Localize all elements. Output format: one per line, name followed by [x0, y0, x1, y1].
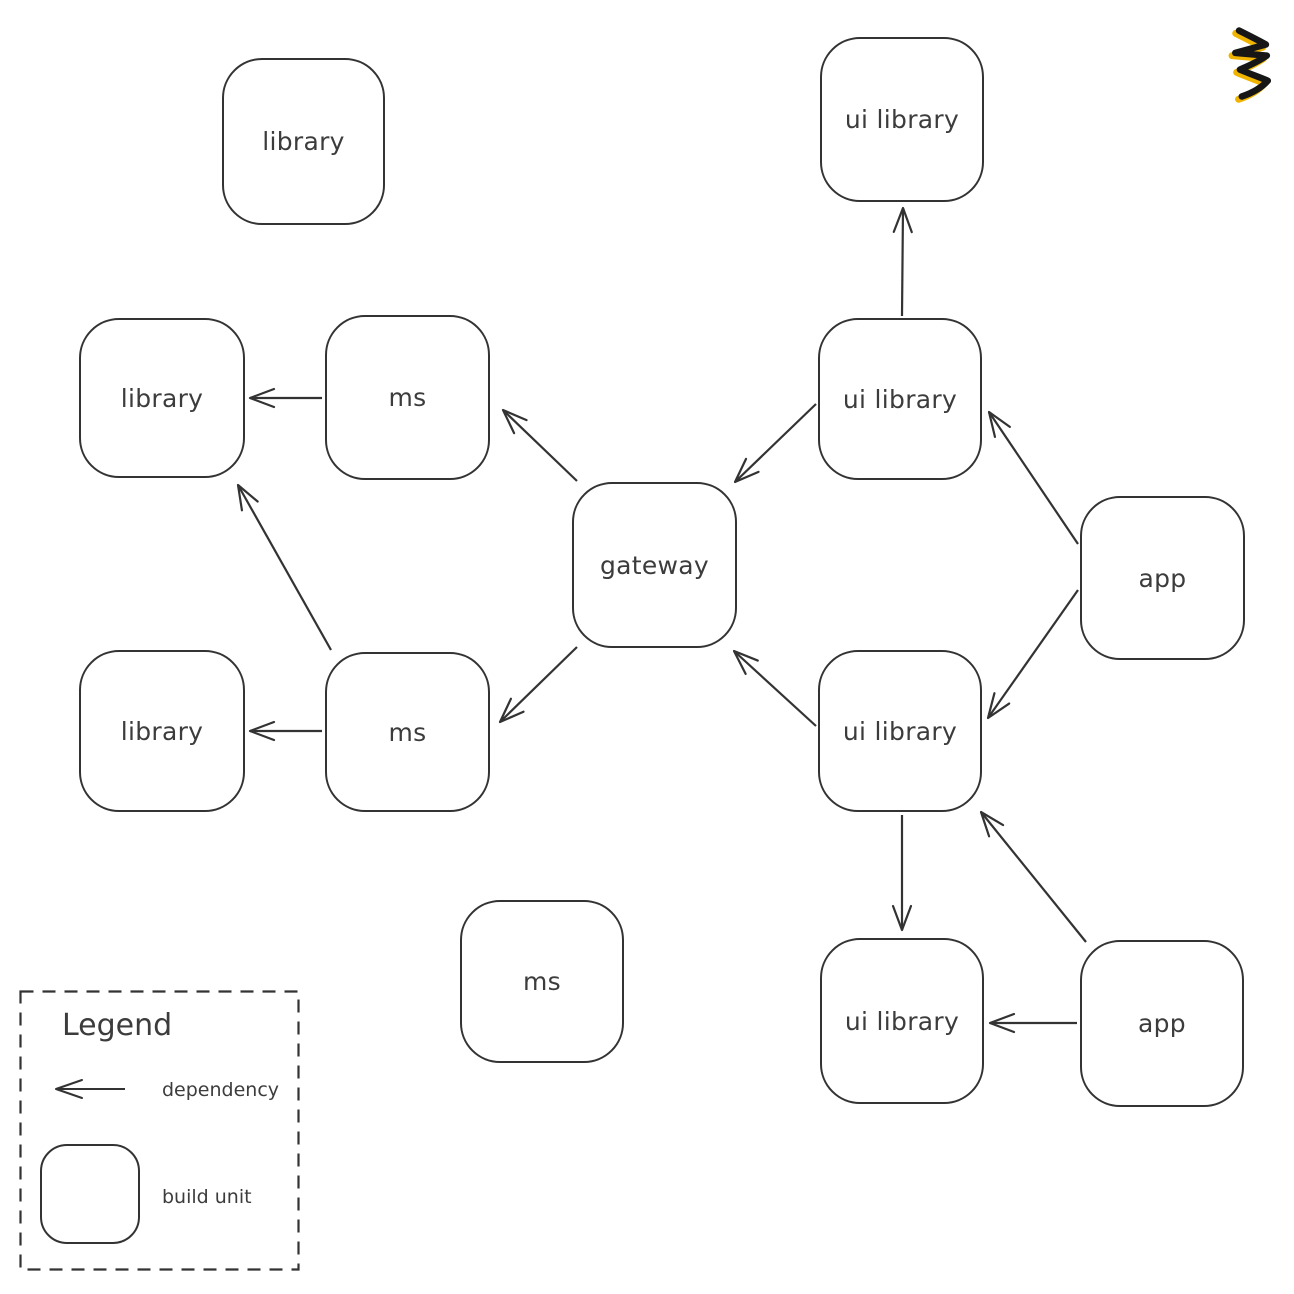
node-label: ui library — [844, 1006, 960, 1036]
node-label: library — [262, 127, 345, 156]
node-ui-library-1: ui library — [820, 37, 984, 202]
node-label: ms — [388, 383, 427, 412]
legend-title: Legend — [62, 1008, 173, 1043]
node-gateway: gateway — [572, 482, 737, 648]
edge-gateway-to-ms-1 — [501, 408, 578, 482]
legend-item-label: build unit — [162, 1186, 252, 1208]
node-library-1: library — [222, 58, 385, 225]
node-library-3: library — [79, 650, 245, 812]
node-label: ui library — [842, 384, 958, 414]
edge-gateway-to-ms-2 — [498, 646, 578, 724]
node-library-2: library — [79, 318, 245, 478]
legend-item-label: dependency — [162, 1079, 280, 1101]
edge-ui-library-2-to-gateway — [733, 403, 817, 484]
dependency-arrow-icon — [55, 1079, 125, 1099]
node-label: gateway — [599, 550, 710, 580]
edge-ui-library-3-to-gateway — [732, 649, 817, 727]
legend-dashed-border — [19, 990, 300, 1271]
node-ui-library-4: ui library — [820, 938, 984, 1104]
node-label: ms — [523, 967, 561, 996]
node-label: ui library — [842, 716, 958, 746]
node-ms-2: ms — [325, 652, 490, 812]
zigzag-logo — [1228, 27, 1272, 103]
node-ui-library-2: ui library — [818, 318, 982, 480]
edge-ms-2-to-library-2 — [236, 483, 332, 651]
node-label: library — [120, 716, 204, 746]
edge-app-2-to-ui-library-3 — [979, 810, 1087, 943]
node-label: ui library — [844, 105, 960, 134]
node-label: app — [1138, 563, 1187, 593]
node-label: ms — [388, 717, 427, 747]
edge-app-1-to-ui-library-2 — [987, 410, 1079, 545]
node-ms-1: ms — [325, 315, 490, 480]
node-app-2: app — [1080, 940, 1244, 1107]
node-label: app — [1138, 1009, 1186, 1038]
legend: Legend dependency build unit — [19, 990, 300, 1271]
node-ms-3: ms — [460, 900, 624, 1063]
edge-app-1-to-ui-library-3 — [986, 589, 1079, 720]
node-ui-library-3: ui library — [818, 650, 982, 812]
edge-ui-library-2-to-ui-library-1 — [892, 206, 913, 317]
build-unit-icon — [40, 1144, 140, 1244]
node-label: library — [120, 383, 204, 413]
node-app-1: app — [1080, 496, 1245, 660]
